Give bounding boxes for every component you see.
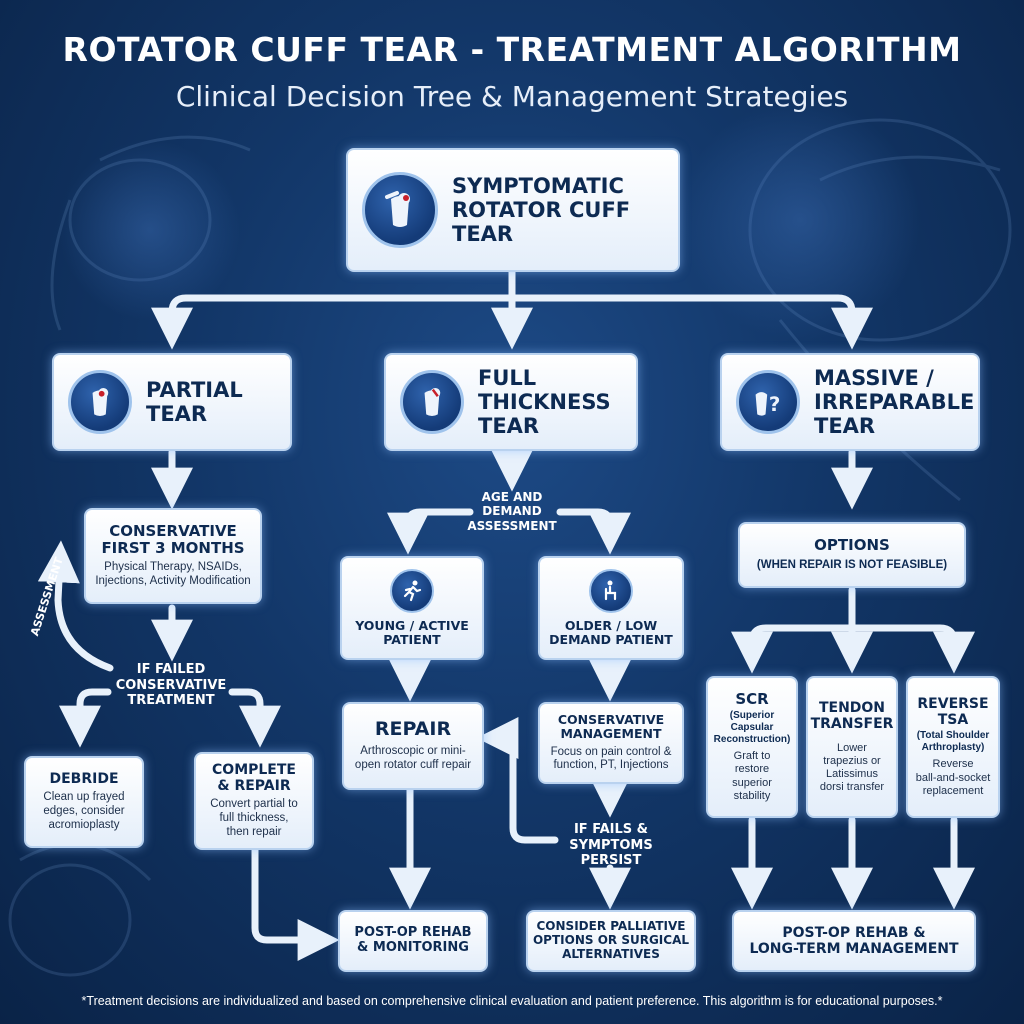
reverse-tsa-subtitle: (Total Shoulder Arthroplasty) — [916, 730, 990, 754]
scr-subtitle: (Superior Capsular Reconstruction) — [713, 710, 791, 746]
options-title: OPTIONS — [814, 536, 890, 555]
shoulder-question-icon: ? — [736, 370, 800, 434]
partial-tear-label: PARTIAL TEAR — [146, 377, 243, 426]
seated-person-icon — [589, 568, 633, 613]
debride-node[interactable]: DEBRIDE Clean up frayed edges, consider … — [24, 756, 144, 848]
conservative-management-title: CONSERVATIVE MANAGEMENT — [557, 711, 665, 742]
massive-tear-label: MASSIVE / IRREPARABLE TEAR — [814, 365, 975, 439]
post-op-rehab-monitoring-title: POST-OP REHAB & MONITORING — [354, 925, 472, 955]
svg-text:?: ? — [769, 393, 781, 416]
post-op-long-term-title: POST-OP REHAB & LONG-TERM MANAGEMENT — [749, 924, 959, 957]
conservative-management-text: Focus on pain control & function, PT, In… — [550, 745, 672, 772]
full-thickness-tear-node[interactable]: FULL THICKNESS TEAR — [384, 353, 638, 451]
tendon-transfer-node[interactable]: TENDON TRANSFER Lower trapezius or Latis… — [806, 676, 898, 818]
scr-title: SCR — [735, 690, 769, 708]
young-active-title: YOUNG / ACTIVE PATIENT — [355, 617, 469, 647]
palliative-options-title: CONSIDER PALLIATIVE OPTIONS OR SURGICAL … — [532, 919, 689, 961]
root-node[interactable]: SYMPTOMATIC ROTATOR CUFF TEAR — [346, 148, 680, 272]
footer-disclaimer: *Treatment decisions are individualized … — [81, 994, 943, 1008]
reverse-tsa-node[interactable]: REVERSE TSA (Total Shoulder Arthroplasty… — [906, 676, 1000, 818]
repair-title: REPAIR — [374, 718, 452, 741]
scr-text: Graft to restore superior stability — [732, 750, 772, 802]
massive-tear-node[interactable]: ? MASSIVE / IRREPARABLE TEAR — [720, 353, 980, 451]
age-demand-assessment-label: AGE AND DEMAND ASSESSMENT — [467, 490, 557, 533]
options-text: (WHEN REPAIR IS NOT FEASIBLE) — [756, 558, 948, 571]
complete-repair-node[interactable]: COMPLETE & REPAIR Convert partial to ful… — [194, 752, 314, 850]
reverse-tsa-text: Reverse ball-and-socket replacement — [915, 758, 991, 797]
running-person-icon — [390, 568, 434, 613]
scr-node[interactable]: SCR (Superior Capsular Reconstruction) G… — [706, 676, 798, 818]
root-label: SYMPTOMATIC ROTATOR CUFF TEAR — [452, 173, 631, 247]
arrows — [37, 268, 975, 961]
shoulder-partial-tear-icon — [68, 370, 132, 434]
post-op-long-term-node[interactable]: POST-OP REHAB & LONG-TERM MANAGEMENT — [732, 910, 976, 972]
tendon-transfer-text: Lower trapezius or Latissimus dorsi tran… — [819, 741, 885, 794]
young-active-node[interactable]: YOUNG / ACTIVE PATIENT — [340, 556, 484, 660]
page-title: ROTATOR CUFF TEAR - TREATMENT ALGORITHM — [62, 30, 962, 69]
debride-text: Clean up frayed edges, consider acromiop… — [43, 791, 125, 831]
shoulder-joint-icon — [362, 172, 438, 248]
repair-node[interactable]: REPAIR Arthroscopic or mini- open rotato… — [342, 702, 484, 790]
if-failed-label: IF FAILED CONSERVATIVE TREATMENT — [115, 662, 227, 709]
repair-text: Arthroscopic or mini- open rotator cuff … — [354, 745, 472, 771]
page-subtitle: Clinical Decision Tree & Management Stra… — [175, 80, 849, 113]
tendon-transfer-title: TENDON TRANSFER — [810, 699, 894, 732]
debride-title: DEBRIDE — [49, 771, 119, 788]
full-thickness-tear-label: FULL THICKNESS TEAR — [478, 365, 611, 439]
options-node[interactable]: OPTIONS (WHEN REPAIR IS NOT FEASIBLE) — [738, 522, 966, 588]
post-op-rehab-monitoring-node[interactable]: POST-OP REHAB & MONITORING — [338, 910, 488, 972]
older-low-demand-node[interactable]: OLDER / LOW DEMAND PATIENT — [538, 556, 684, 660]
palliative-options-node[interactable]: CONSIDER PALLIATIVE OPTIONS OR SURGICAL … — [526, 910, 696, 972]
partial-tear-node[interactable]: PARTIAL TEAR — [52, 353, 292, 451]
conservative-first-text: Physical Therapy, NSAIDs, Injections, Ac… — [95, 561, 251, 588]
shoulder-full-tear-icon — [400, 370, 464, 434]
reverse-tsa-title: REVERSE TSA — [917, 696, 989, 729]
if-fails-label: IF FAILS & SYMPTOMS PERSIST — [569, 822, 653, 869]
conservative-management-node[interactable]: CONSERVATIVE MANAGEMENT Focus on pain co… — [538, 702, 684, 784]
complete-repair-title: COMPLETE & REPAIR — [212, 762, 296, 795]
older-low-demand-title: OLDER / LOW DEMAND PATIENT — [549, 617, 673, 647]
conservative-first-node[interactable]: CONSERVATIVE FIRST 3 MONTHS Physical The… — [84, 508, 262, 604]
conservative-first-title: CONSERVATIVE FIRST 3 MONTHS — [101, 521, 245, 558]
complete-repair-text: Convert partial to full thickness, then … — [210, 798, 298, 838]
